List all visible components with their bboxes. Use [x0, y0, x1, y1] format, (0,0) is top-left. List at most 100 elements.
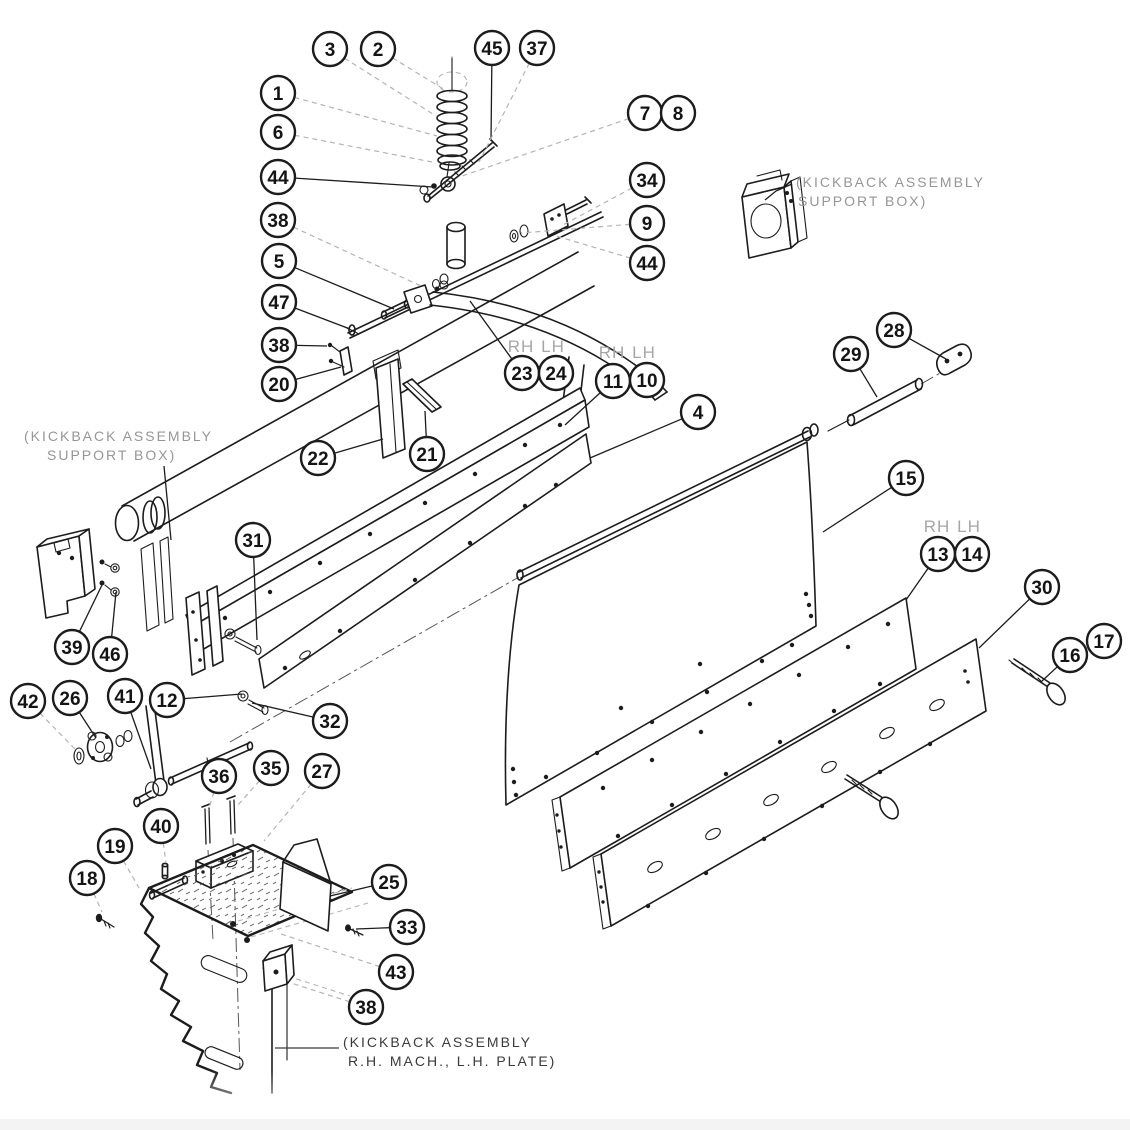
orientation-label-rh-4: RH	[924, 517, 951, 536]
spring-assembly	[419, 56, 498, 203]
link-rod-and-flange	[827, 343, 972, 432]
balloon-44: 44	[259, 158, 297, 196]
balloon-circle	[388, 908, 426, 946]
leader-line-28	[908, 337, 947, 360]
leader-line-47	[294, 307, 351, 330]
balloon-1: 1	[259, 74, 297, 112]
orientation-label-lh-3: LH	[632, 343, 656, 362]
balloon-15: 15	[887, 459, 925, 497]
leader-line-6	[294, 134, 433, 163]
balloon-number: 4	[693, 403, 704, 424]
balloon-27: 27	[303, 752, 341, 790]
leader-line-12	[183, 693, 243, 700]
balloon-circle	[370, 863, 408, 901]
balloon-19: 19	[96, 827, 134, 865]
leader-line-31	[253, 556, 258, 641]
balloon-number: 45	[481, 39, 503, 60]
leader-line-23	[469, 300, 513, 360]
balloon-number: 19	[104, 837, 125, 858]
leader-line-9	[520, 223, 631, 234]
orientation-label-lh-1: LH	[541, 337, 565, 356]
balloon-number: 22	[307, 449, 328, 470]
balloon-circle	[260, 326, 298, 364]
balloon-21: 21	[408, 435, 446, 473]
balloon-24: 24	[537, 354, 575, 392]
balloon-circle	[628, 244, 666, 282]
note-1-line-1: SUPPORT BOX)	[47, 447, 176, 463]
balloon-44: 44	[628, 244, 666, 282]
leader-line-20	[295, 366, 342, 381]
balloon-number: 38	[268, 336, 289, 357]
leader-line-11	[564, 392, 601, 426]
balloon-26: 26	[51, 679, 89, 717]
balloon-number: 30	[1031, 578, 1052, 599]
balloon-circle	[679, 393, 717, 431]
balloon-number: 25	[378, 873, 400, 894]
leader-line-37	[478, 62, 530, 163]
leader-line-3	[344, 57, 437, 117]
balloon-number: 34	[636, 171, 658, 192]
kickback-arm	[403, 280, 668, 435]
leader-line-44	[555, 235, 631, 259]
balloon-28: 28	[875, 311, 913, 349]
balloon-45: 45	[473, 29, 511, 67]
leader-line-22	[334, 438, 384, 454]
balloon-number: 27	[311, 762, 332, 783]
note-2-line-1: R.H. MACH., L.H. PLATE)	[348, 1053, 556, 1069]
leader-line-13	[905, 567, 929, 601]
balloon-circle	[9, 682, 47, 720]
balloon-number: 9	[642, 214, 653, 235]
support-box-right	[741, 169, 808, 259]
balloon-circle	[51, 679, 89, 717]
leader-line-43	[280, 933, 381, 968]
leader-line-42	[39, 712, 77, 751]
leader-line-1	[294, 96, 438, 137]
leader-line-34	[560, 187, 633, 227]
balloon-circle	[875, 311, 913, 349]
balloon-34: 34	[628, 161, 666, 199]
balloon-circle	[200, 757, 238, 795]
leader-line-38	[290, 982, 350, 1003]
carriage-bolts	[844, 658, 1066, 820]
balloon-4: 4	[679, 393, 717, 431]
leader-line-45	[490, 64, 493, 142]
balloon-number: 5	[274, 252, 285, 273]
balloon-number: 13	[927, 545, 948, 566]
balloon-number: 41	[114, 687, 136, 708]
balloon-circle	[887, 459, 925, 497]
leader-line-26	[78, 711, 97, 739]
balloon-17: 17	[1085, 622, 1123, 660]
balloon-9: 9	[628, 204, 666, 242]
balloon-circle	[311, 30, 349, 68]
balloon-16: 16	[1051, 636, 1089, 674]
balloon-circle	[53, 628, 91, 666]
balloon-number: 24	[545, 364, 567, 385]
balloon-37: 37	[518, 29, 556, 67]
note-0-line-1: SUPPORT BOX)	[798, 193, 927, 209]
balloon-circle	[473, 29, 511, 67]
balloon-number: 23	[511, 364, 532, 385]
balloon-38: 38	[259, 201, 297, 239]
balloon-36: 36	[200, 757, 238, 795]
leader-line-38	[295, 344, 328, 347]
balloon-circle	[347, 988, 385, 1026]
balloon-8: 8	[659, 94, 697, 132]
balloon-number: 15	[895, 469, 917, 490]
plate-slotted	[592, 638, 987, 930]
balloon-35: 35	[252, 749, 290, 787]
balloon-circle	[68, 859, 106, 897]
balloon-number: 38	[355, 998, 376, 1019]
balloon-circle	[628, 204, 666, 242]
balloon-31: 31	[234, 521, 272, 559]
leader-line-38	[293, 226, 422, 287]
balloon-circle	[518, 29, 556, 67]
balloon-circle	[260, 283, 298, 321]
leader-line-40	[162, 842, 167, 864]
balloon-number: 43	[385, 963, 406, 984]
balloon-number: 20	[268, 375, 289, 396]
balloon-number: 39	[61, 638, 82, 659]
balloon-circle	[1023, 568, 1061, 606]
